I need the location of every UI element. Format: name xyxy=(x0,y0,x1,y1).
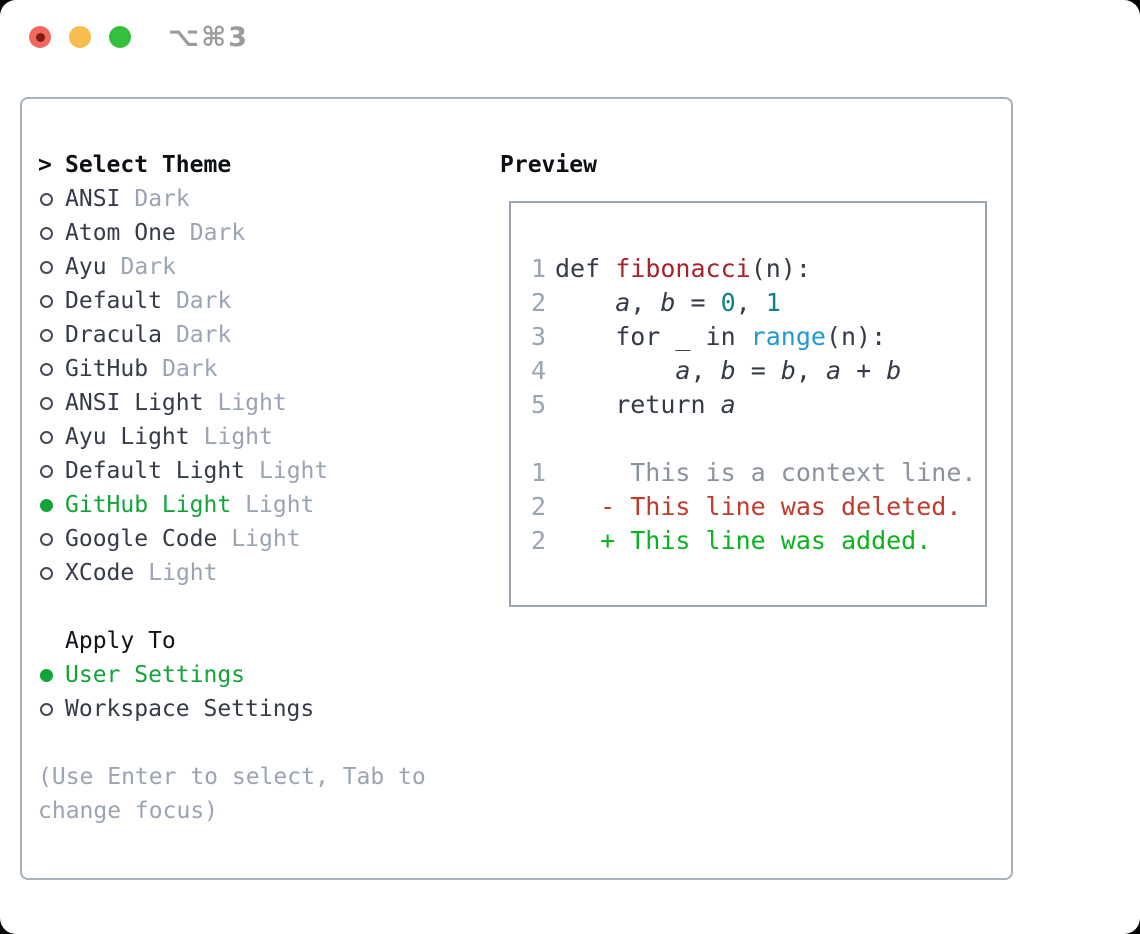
theme-variant: Dark xyxy=(120,254,176,280)
theme-option-ayu-light[interactable]: Ayu Light Light xyxy=(38,420,478,454)
diff-text: - This line was deleted. xyxy=(555,491,962,521)
hint-text-line1: (Use Enter to select, Tab to xyxy=(38,764,426,790)
theme-option-google-code-light[interactable]: Google Code Light xyxy=(38,522,478,556)
diff-text: This is a context line. xyxy=(555,457,977,487)
code-line: 1 def fibonacci(n): xyxy=(531,251,985,285)
select-theme-header: > Select Theme xyxy=(38,148,478,182)
radio-icon xyxy=(38,498,65,512)
code-text: for _ in range(n): xyxy=(555,321,887,351)
titlebar: ⌥⌘3 xyxy=(0,0,1140,70)
line-number: 3 xyxy=(531,321,547,351)
code-text: a, b = b, a + b xyxy=(675,355,902,385)
theme-variant: Dark xyxy=(175,322,232,348)
close-button[interactable] xyxy=(29,26,51,48)
zoom-button[interactable] xyxy=(109,26,131,48)
code-line: 3 for _ in range(n): xyxy=(531,319,985,353)
theme-name: Default Light xyxy=(65,458,246,484)
theme-variant: Light xyxy=(231,526,301,552)
diff-context-line: 1 This is a context line. xyxy=(531,455,985,489)
prompt-icon: > xyxy=(38,152,52,178)
radio-icon xyxy=(38,702,65,716)
theme-variant: Light xyxy=(217,390,287,416)
theme-variant: Dark xyxy=(134,186,190,212)
theme-variant: Light xyxy=(148,560,218,586)
theme-option-ayu-dark[interactable]: Ayu Dark xyxy=(38,250,478,284)
line-number: 4 xyxy=(531,355,547,385)
minimize-button[interactable] xyxy=(69,26,91,48)
theme-option-default-dark[interactable]: Default Dark xyxy=(38,284,478,318)
radio-icon xyxy=(38,464,65,478)
radio-icon xyxy=(38,226,65,240)
radio-icon xyxy=(38,668,65,682)
theme-list: > Select Theme ANSI Dark Atom One Dark A… xyxy=(38,148,478,828)
theme-name: ANSI Light xyxy=(65,390,204,416)
theme-variant: Dark xyxy=(162,356,218,382)
theme-option-ansi-light[interactable]: ANSI Light Light xyxy=(38,386,478,420)
hint-text-line2: change focus) xyxy=(38,798,219,824)
theme-name: GitHub Light xyxy=(65,492,232,518)
theme-name: Dracula xyxy=(65,322,162,348)
theme-option-default-light[interactable]: Default Light Light xyxy=(38,454,478,488)
theme-option-github-dark[interactable]: GitHub Dark xyxy=(38,352,478,386)
diff-added-line: 2 + This line was added. xyxy=(531,523,985,557)
theme-option-atom-one-dark[interactable]: Atom One Dark xyxy=(38,216,478,250)
code-text: a, b = 0, 1 xyxy=(615,287,781,317)
theme-variant: Dark xyxy=(189,220,246,246)
spacer-row xyxy=(38,590,478,624)
theme-name: Ayu Light xyxy=(65,424,190,450)
theme-option-ansi-dark[interactable]: ANSI Dark xyxy=(38,182,478,216)
code-line: 5 return a xyxy=(531,387,985,421)
code-text: return a xyxy=(555,389,736,419)
spacer-row xyxy=(38,726,478,760)
close-button-dot xyxy=(35,32,45,42)
theme-variant: Light xyxy=(245,492,315,518)
theme-name: Google Code xyxy=(65,526,218,552)
theme-name: Default xyxy=(65,288,162,314)
diff-text: + This line was added. xyxy=(555,525,932,555)
theme-name: XCode xyxy=(65,560,135,586)
radio-icon xyxy=(38,328,65,342)
code-line: 4 a, b = b, a + b xyxy=(531,353,985,387)
radio-icon xyxy=(38,566,65,580)
theme-variant: Light xyxy=(203,424,273,450)
radio-icon xyxy=(38,294,65,308)
apply-option-label: User Settings xyxy=(65,662,246,688)
preview-pane: 1 def fibonacci(n): 2 a, b = 0, 1 3 for … xyxy=(509,201,987,607)
code-line: 2 a, b = 0, 1 xyxy=(531,285,985,319)
code-text: def fibonacci(n): xyxy=(555,253,811,283)
theme-variant: Light xyxy=(259,458,329,484)
line-number: 2 xyxy=(531,491,547,521)
theme-name: Ayu xyxy=(65,254,107,280)
theme-name: ANSI xyxy=(65,186,121,212)
theme-variant: Dark xyxy=(175,288,232,314)
diff-deleted-line: 2 - This line was deleted. xyxy=(531,489,985,523)
theme-option-xcode-light[interactable]: XCode Light xyxy=(38,556,478,590)
select-theme-title: Select Theme xyxy=(65,152,232,178)
theme-name: Atom One xyxy=(65,220,176,246)
line-number: 2 xyxy=(531,525,547,555)
line-number: 1 xyxy=(531,457,547,487)
theme-name: GitHub xyxy=(65,356,149,382)
theme-option-github-light[interactable]: GitHub Light Light xyxy=(38,488,478,522)
preview-title: Preview xyxy=(500,152,597,178)
radio-icon xyxy=(38,260,65,274)
radio-icon xyxy=(38,192,65,206)
radio-icon xyxy=(38,430,65,444)
apply-option-user-settings[interactable]: User Settings xyxy=(38,658,478,692)
apply-to-title: Apply To xyxy=(65,628,176,654)
apply-option-label: Workspace Settings xyxy=(65,696,315,722)
radio-icon xyxy=(38,362,65,376)
window-shortcut: ⌥⌘3 xyxy=(168,22,249,53)
theme-option-dracula-dark[interactable]: Dracula Dark xyxy=(38,318,478,352)
blank-line xyxy=(531,421,985,455)
line-number: 2 xyxy=(531,287,547,317)
line-number: 5 xyxy=(531,389,547,419)
apply-option-workspace-settings[interactable]: Workspace Settings xyxy=(38,692,478,726)
apply-to-header: Apply To xyxy=(38,624,478,658)
radio-icon xyxy=(38,396,65,410)
line-number: 1 xyxy=(531,253,547,283)
radio-icon xyxy=(38,532,65,546)
